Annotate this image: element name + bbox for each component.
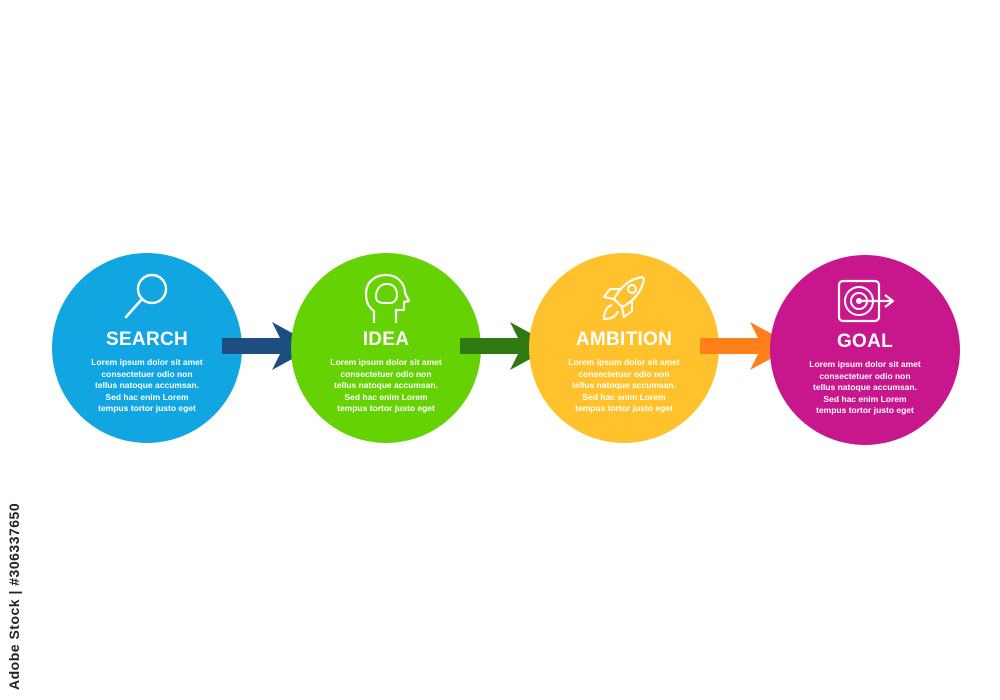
- desc-line: consectetuer odio non: [819, 370, 911, 381]
- step-idea-circle: IDEA Lorem ipsum dolor sit amet consecte…: [291, 253, 481, 443]
- desc-line: Lorem ipsum dolor sit amet: [330, 357, 442, 367]
- desc-line: tellus natoque accumsan.: [813, 382, 917, 392]
- step-title: SEARCH: [105, 329, 189, 350]
- step-ambition-circle: AMBITION Lorem ipsum dolor sit amet cons…: [529, 253, 719, 443]
- desc-line: tellus natoque accumsan.: [572, 380, 676, 390]
- step-description: Lorem ipsum dolor sit amet consectetuer …: [72, 357, 222, 415]
- step-description: Lorem ipsum dolor sit amet consectetuer …: [311, 357, 461, 415]
- desc-line: Sed hac enim Lorem: [823, 393, 907, 404]
- stock-image-id: Adobe Stock | #306337650: [6, 502, 22, 690]
- desc-line: tellus natoque accumsan.: [95, 380, 199, 390]
- desc-line: Lorem ipsum dolor sit amet: [91, 357, 203, 367]
- desc-line: tempus tortor justo eget: [816, 405, 914, 415]
- desc-line: Sed hac enim Lorem: [105, 391, 189, 402]
- step-title: IDEA: [362, 329, 410, 350]
- desc-line: tellus natoque accumsan.: [334, 380, 438, 390]
- step-search-circle: SEARCH Lorem ipsum dolor sit amet consec…: [52, 253, 242, 443]
- desc-line: tempus tortor justo eget: [98, 403, 196, 413]
- step-title: GOAL: [836, 331, 894, 352]
- step-goal-circle: GOAL Lorem ipsum dolor sit amet consecte…: [770, 255, 960, 445]
- step-title: AMBITION: [575, 329, 673, 350]
- target-icon: [833, 269, 897, 333]
- desc-line: consectetuer odio non: [578, 368, 670, 379]
- desc-line: tempus tortor justo eget: [337, 403, 435, 413]
- desc-line: Sed hac enim Lorem: [582, 391, 666, 402]
- step-description: Lorem ipsum dolor sit amet consectetuer …: [549, 357, 699, 415]
- step-description: Lorem ipsum dolor sit amet consectetuer …: [790, 359, 940, 417]
- magnifier-icon: [115, 267, 179, 331]
- desc-line: Sed hac enim Lorem: [344, 391, 428, 402]
- head-icon: [354, 267, 418, 331]
- desc-line: consectetuer odio non: [340, 368, 432, 379]
- rocket-icon: [592, 267, 656, 331]
- desc-line: Lorem ipsum dolor sit amet: [809, 359, 921, 369]
- desc-line: consectetuer odio non: [101, 368, 193, 379]
- desc-line: tempus tortor justo eget: [575, 403, 673, 413]
- desc-line: Lorem ipsum dolor sit amet: [568, 357, 680, 367]
